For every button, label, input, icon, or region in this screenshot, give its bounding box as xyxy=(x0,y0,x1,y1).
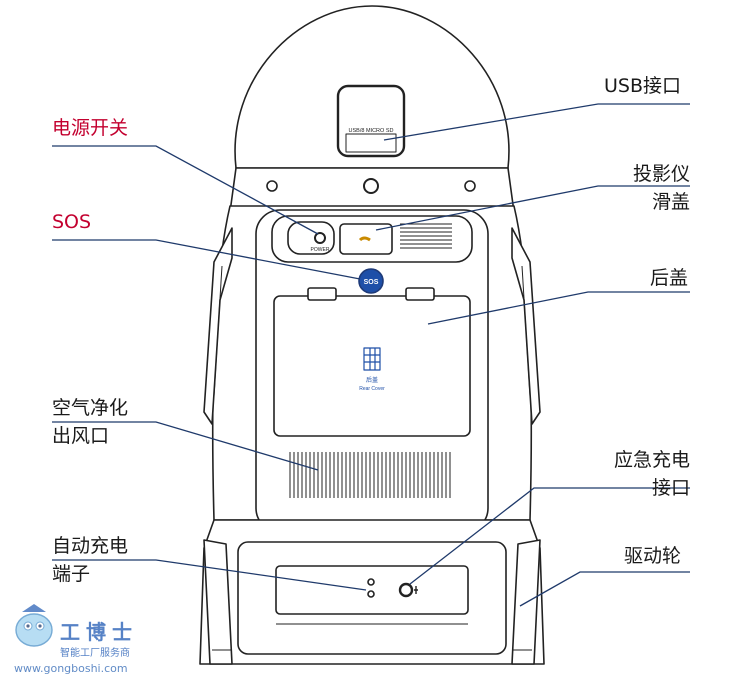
watermark-mascot-icon xyxy=(15,604,53,647)
label-drive-wheel: 驱动轮 xyxy=(624,545,682,567)
leader-projector xyxy=(375,185,690,231)
auto-charge-terminal-bottom xyxy=(367,590,375,598)
projector-vent xyxy=(400,223,452,249)
label-emergency-charge: 应急充电 接口 xyxy=(613,449,690,499)
label-power: 电源开关 xyxy=(52,117,129,139)
cover-subtitle-text: Rear Cover xyxy=(359,386,385,392)
watermark-tagline: 智能工厂服务商 xyxy=(60,648,130,659)
leader-rear-cover xyxy=(427,291,690,325)
sos-button-text: SOS xyxy=(364,279,379,286)
sos-button xyxy=(358,268,384,294)
air-outlet-grille xyxy=(289,452,451,498)
power-button xyxy=(314,232,326,244)
leader-power xyxy=(52,145,319,235)
label-auto-charge: 自动充电 端子 xyxy=(52,535,129,585)
leader-air-outlet xyxy=(52,421,319,471)
watermark-brand: 工博士 xyxy=(60,620,138,644)
leader-drive-wheel xyxy=(519,571,690,607)
left-drive-wheel xyxy=(203,539,233,665)
label-rear-cover: 后盖 xyxy=(650,267,689,289)
label-sos: SOS xyxy=(52,211,92,233)
watermark-url: www.gongboshi.com xyxy=(14,662,128,675)
label-usb: USB接口 xyxy=(604,75,682,97)
leader-usb xyxy=(383,103,690,141)
auto-charge-terminal-top xyxy=(367,578,375,586)
charging-bay xyxy=(275,565,469,615)
power-caption: POWER xyxy=(311,247,330,253)
leader-auto-charge xyxy=(52,559,367,591)
cover-title-text: 后盖 xyxy=(366,376,378,384)
leader-emergency-charge xyxy=(409,487,690,585)
leader-sos xyxy=(52,239,361,280)
label-projector-cover: 投影仪 滑盖 xyxy=(632,163,690,213)
emergency-charge-port xyxy=(398,582,414,598)
usb-slot-text: USB/8 MICRO SD xyxy=(349,128,394,134)
cover-logo xyxy=(363,347,381,371)
rear-cover xyxy=(273,295,471,437)
label-air-outlet: 空气净化 出风口 xyxy=(52,397,129,447)
